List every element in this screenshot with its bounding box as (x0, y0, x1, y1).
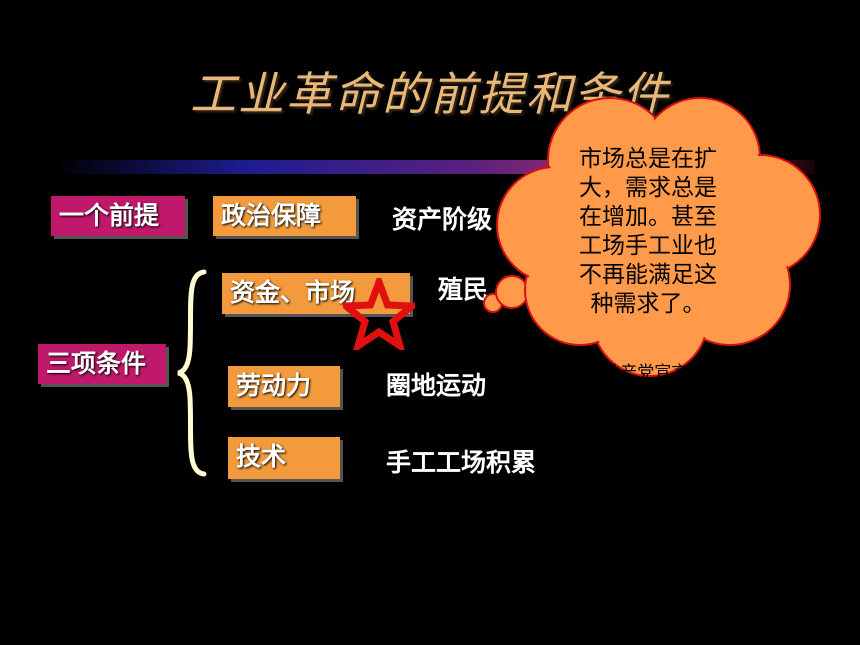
callout-quote: 市场总是在扩 大，需求总是 在增加。甚至 工场手工业也 不再能满足这 种需求了。 (548, 145, 748, 319)
technology-box: 技术 (228, 437, 340, 479)
premise-label-box: 一个前提 (51, 196, 185, 236)
callout-line: 工场手工业也 (579, 233, 717, 259)
callout-line: 大，需求总是 (579, 175, 717, 201)
technology-text: 手工工场积累 (386, 448, 537, 477)
conditions-label-box: 三项条件 (38, 344, 166, 384)
callout-dash: -- (568, 359, 587, 384)
callout-line: 不再能满足这 (579, 262, 717, 288)
political-guarantee-text: 资产阶级 (392, 205, 493, 234)
political-guarantee-box: 政治保障 (213, 196, 356, 236)
labor-text: 圈地运动 (386, 371, 487, 400)
curly-brace-icon (177, 269, 207, 477)
callout-line: 种需求了。 (590, 291, 706, 317)
capital-market-text: 殖民 (438, 275, 489, 304)
callout-source: --《共产党宣言》 (568, 358, 705, 384)
callout-line: 市场总是在扩 (579, 146, 717, 172)
labor-box: 劳动力 (228, 366, 340, 407)
callout-source-title: 《共产党宣言》 (586, 363, 706, 383)
star-icon (343, 278, 415, 350)
callout-line: 在增加。甚至 (579, 204, 717, 230)
